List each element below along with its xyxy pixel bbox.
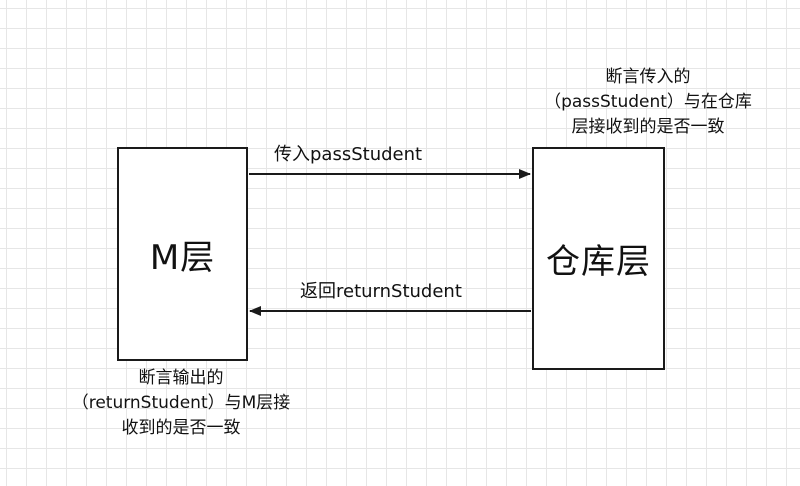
repository-layer-label: 仓库层 <box>546 242 651 282</box>
repository-note-line-2: （passStudent）与在仓库 <box>544 92 752 112</box>
m-layer-box: M层 <box>117 147 248 361</box>
repository-assertion-note: 断言传入的 （passStudent）与在仓库 层接收到的是否一致 <box>528 65 768 140</box>
m-layer-assertion-note: 断言输出的 （returnStudent）与M层接 收到的是否一致 <box>50 366 312 441</box>
m-note-line-1: 断言输出的 <box>138 368 224 388</box>
m-note-line-3: 收到的是否一致 <box>121 418 241 438</box>
return-arrow-label: 返回returnStudent <box>300 281 462 302</box>
pass-arrow-label: 传入passStudent <box>274 144 423 165</box>
m-layer-label: M层 <box>149 237 216 278</box>
repository-note-line-3: 层接收到的是否一致 <box>571 117 725 137</box>
m-note-line-2: （returnStudent）与M层接 <box>71 393 291 413</box>
repository-note-line-1: 断言传入的 <box>605 67 691 87</box>
repository-layer-box: 仓库层 <box>532 147 665 370</box>
